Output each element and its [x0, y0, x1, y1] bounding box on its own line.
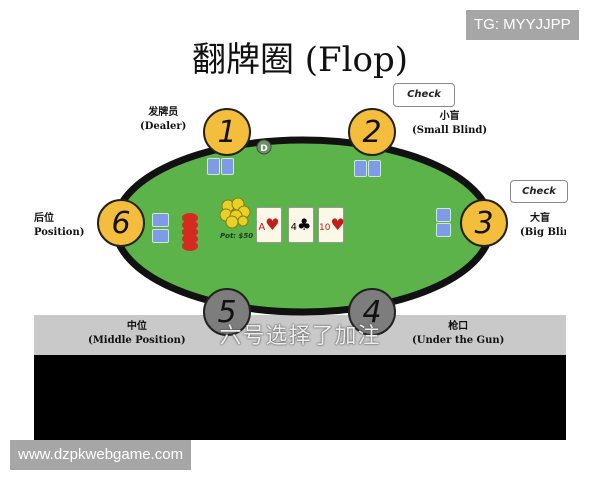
card-rank: 4 — [290, 222, 298, 233]
seat-1-label: 发牌员 (Dealer) — [140, 106, 186, 134]
card-suit: ♥ — [265, 215, 280, 234]
seat-3-label: 大盲 (Big Blin — [520, 212, 566, 240]
seat-5-cn: 中位 — [126, 321, 147, 332]
check-bubble-seat3: Check — [510, 180, 568, 203]
seat-3-cn: 大盲 — [530, 213, 550, 224]
seat-4-label: 枪口 (Under the Gun) — [412, 320, 504, 348]
bottom-label-band — [34, 315, 566, 355]
card-suit: ♥ — [330, 215, 345, 234]
watermark-bottom: www.dzpkwebgame.com — [10, 440, 192, 470]
card-suit: ♣ — [297, 215, 312, 234]
community-card: A♥ — [256, 207, 282, 243]
dealer-button — [256, 139, 272, 155]
community-card: 10♥ — [318, 207, 345, 243]
hole-card-seat1 — [207, 158, 220, 175]
seat-1-en: (Dealer) — [140, 121, 187, 132]
seat-1-cn: 发牌员 — [148, 107, 179, 118]
seat-2: 2 — [348, 108, 396, 156]
seat-2-label: 小盲 (Small Blind) — [412, 110, 487, 138]
card-rank: 10 — [319, 223, 331, 233]
seat-3: 3 — [460, 199, 508, 247]
hole-card-seat3 — [436, 223, 451, 237]
seat-5: 5 — [203, 288, 251, 336]
seat-2-cn: 小盲 — [439, 111, 460, 122]
seat-4: 4 — [348, 288, 396, 336]
hole-card-seat1 — [221, 158, 234, 175]
seat-6: 6 — [97, 199, 145, 247]
check-bubble-seat2: Check — [393, 83, 455, 107]
seat-1: 1 — [203, 108, 251, 156]
card-rank: A — [258, 222, 266, 233]
community-card: 4♣ — [288, 207, 314, 243]
seat-6-cn: 后位 — [34, 213, 54, 224]
gold-chips-pot — [219, 197, 251, 229]
video-subtitle: 六号选择了加注 — [219, 324, 381, 349]
dealer-button-label: D — [260, 144, 267, 154]
red-chip-stack — [182, 213, 198, 251]
hole-card-seat3 — [436, 208, 451, 222]
black-bar — [34, 355, 566, 440]
hole-card-seat6 — [152, 229, 169, 243]
seat-2-en: (Small Blind) — [412, 125, 488, 136]
pot-amount: Pot: $50 — [220, 232, 254, 240]
seat-4-cn: 枪口 — [448, 321, 469, 332]
seat-5-en: (Middle Position) — [88, 335, 186, 346]
seat-5-label: 中位 (Middle Position) — [88, 320, 186, 348]
seat-4-en: (Under the Gun) — [412, 335, 505, 346]
seat-3-en: (Big Blin — [520, 227, 566, 238]
seat-6-label: 后位 Position) — [34, 212, 84, 240]
hole-card-seat2 — [368, 160, 381, 177]
hole-card-seat2 — [354, 160, 367, 177]
hole-card-seat6 — [152, 213, 169, 227]
watermark-top: TG: MYYJJPP — [466, 10, 579, 40]
seat-6-en: Position) — [34, 227, 85, 238]
page-title: 翻牌圈 (Flop) — [191, 40, 409, 80]
